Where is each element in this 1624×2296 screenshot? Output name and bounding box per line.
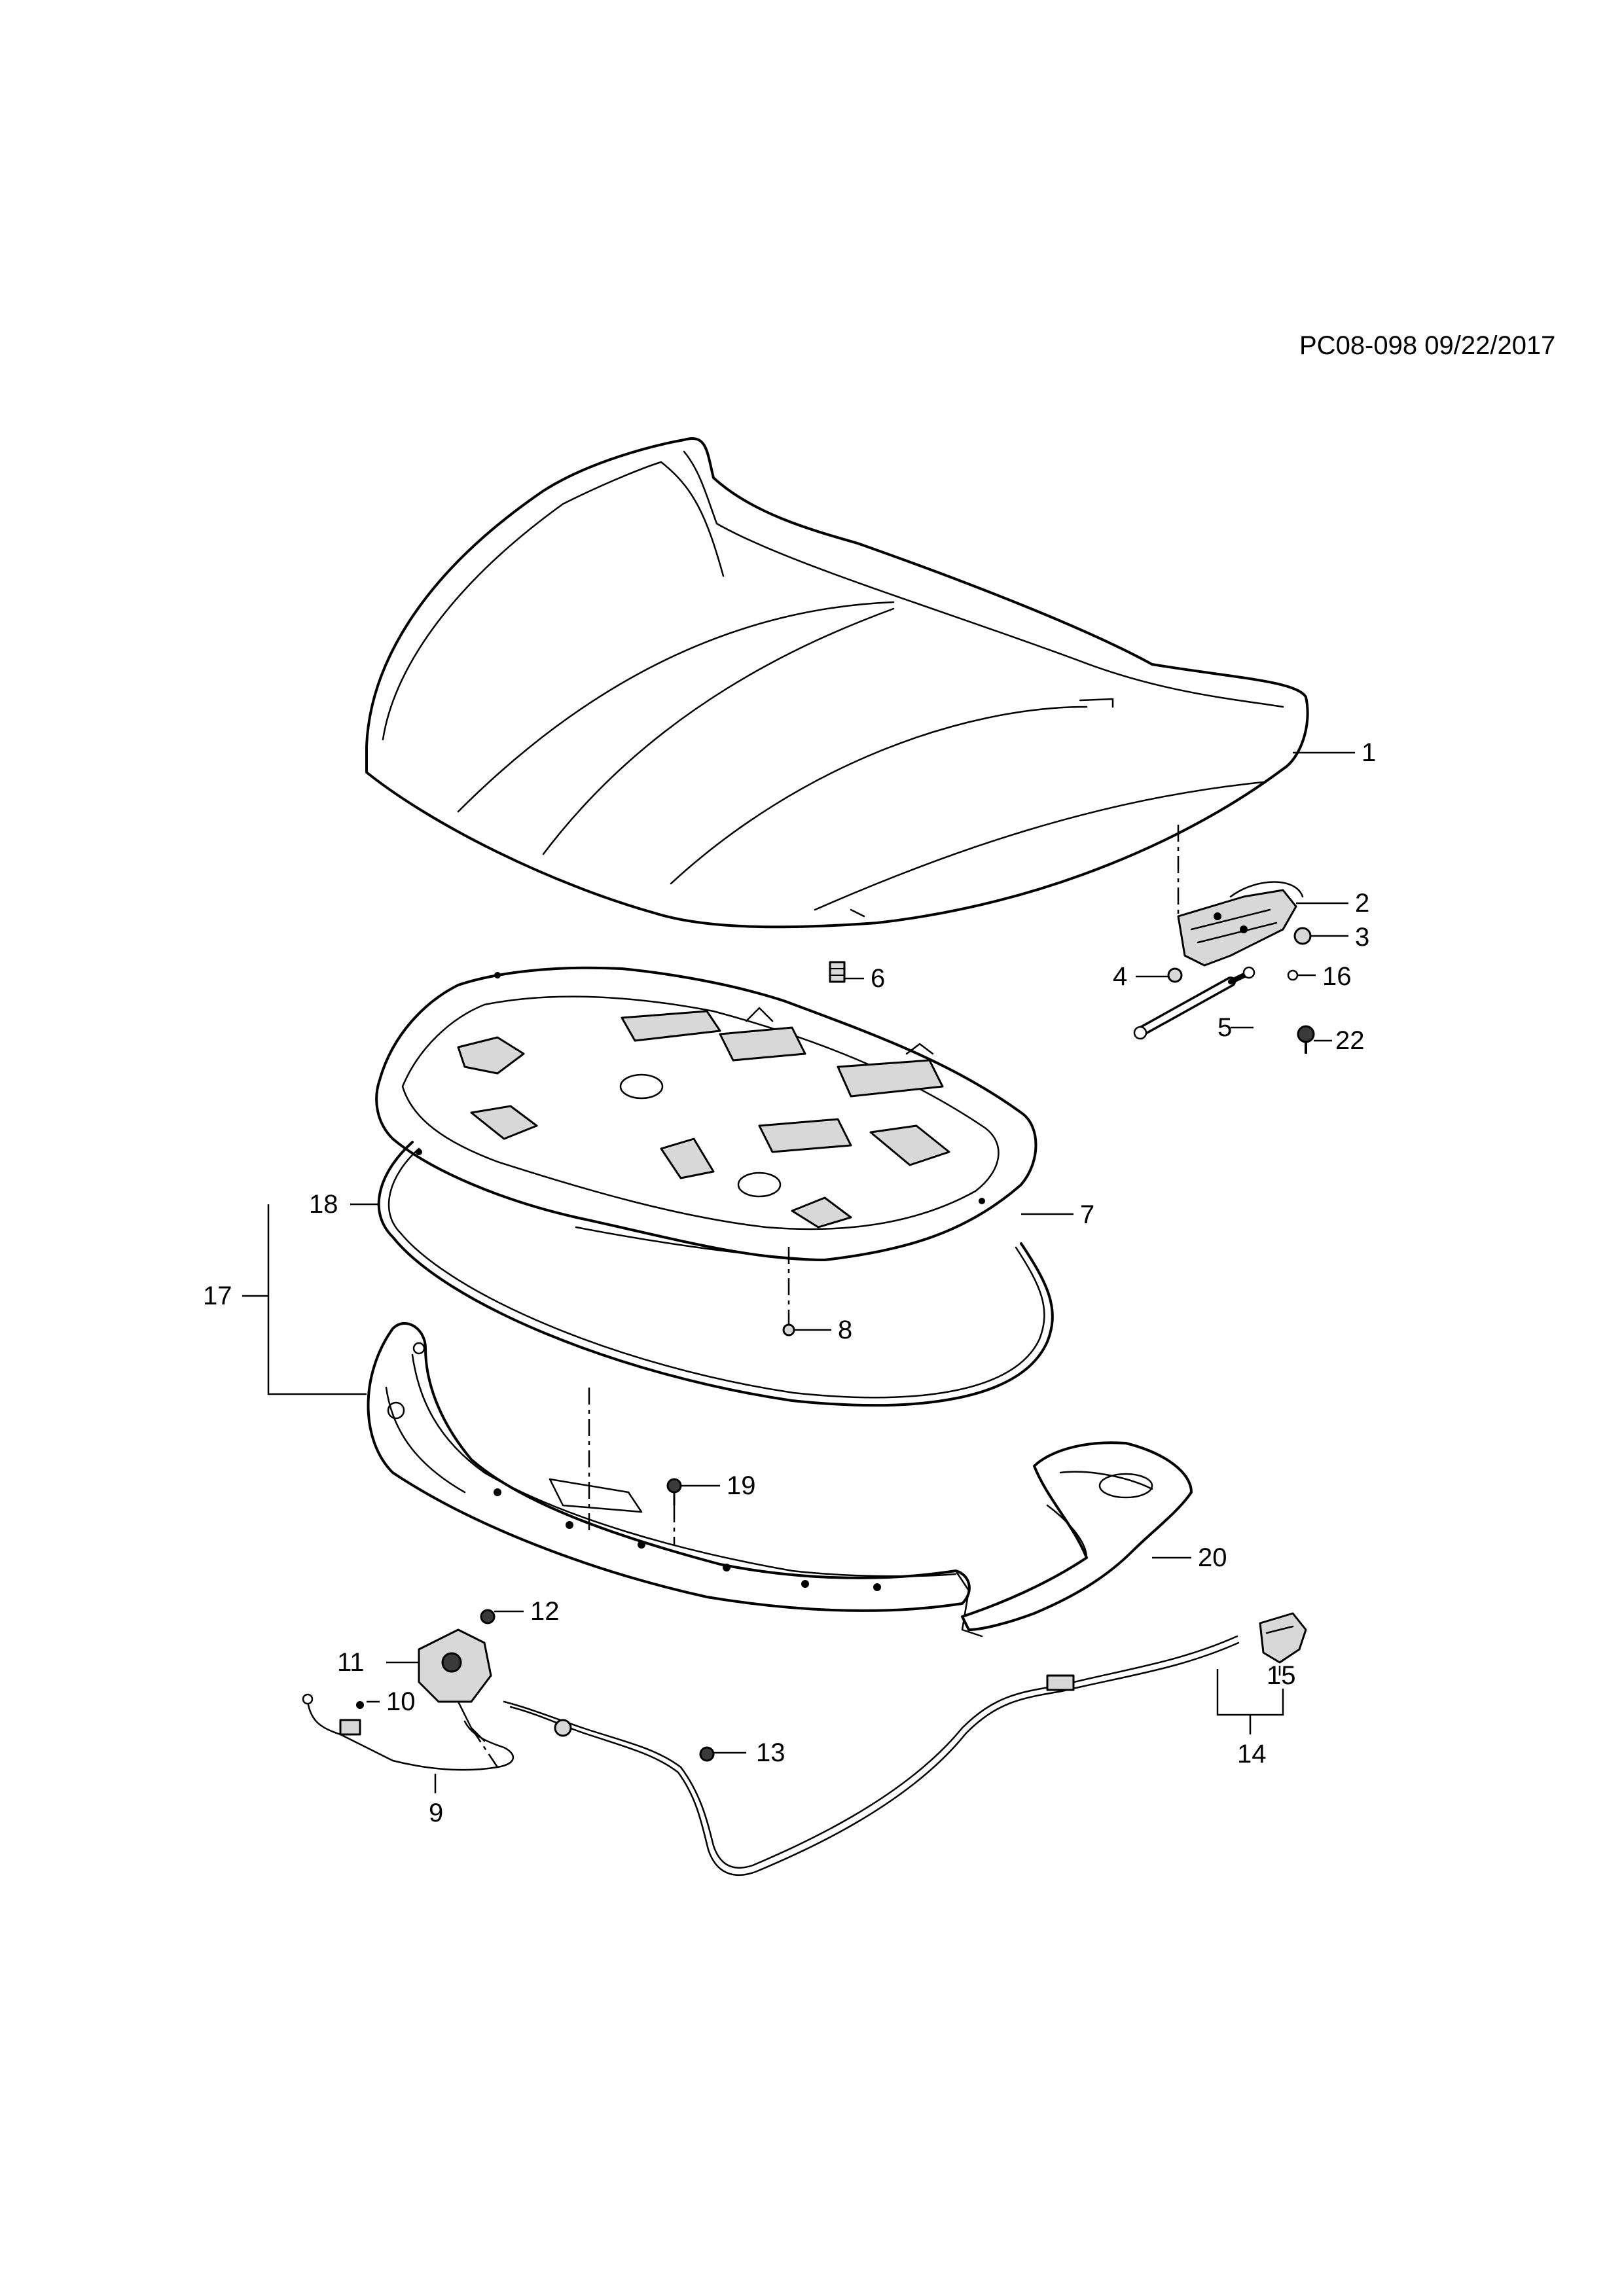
bolt-part-22 — [1297, 1025, 1315, 1054]
hood-front-reinforcement — [367, 1321, 983, 1638]
nut-part-3 — [1293, 927, 1312, 945]
hood-release-cable-primary — [503, 1635, 1240, 1876]
retainer-part-16 — [1287, 969, 1299, 981]
clip-part-8 — [782, 1323, 795, 1336]
callout-12: 12 — [530, 1597, 560, 1626]
hood-release-handle — [1259, 1612, 1307, 1664]
callout-3: 3 — [1355, 923, 1370, 952]
callout-17: 17 — [203, 1282, 232, 1310]
callout-5: 5 — [1218, 1013, 1233, 1042]
diagram-reference-code: PC08-098 09/22/2017 — [1299, 331, 1556, 360]
callout-18: 18 — [309, 1190, 338, 1219]
hood-latch — [418, 1609, 496, 1742]
callout-13: 13 — [756, 1738, 785, 1767]
callout-15: 15 — [1267, 1661, 1296, 1690]
callout-8: 8 — [838, 1316, 853, 1344]
callout-4: 4 — [1113, 962, 1128, 991]
callout-1: 1 — [1362, 738, 1377, 767]
hood-release-cable-secondary — [302, 1693, 514, 1771]
callout-19: 19 — [727, 1471, 756, 1500]
callout-7: 7 — [1080, 1200, 1095, 1229]
hood-weatherstrip — [377, 1141, 1054, 1407]
hood-insulator — [375, 966, 1038, 1261]
assembly-centerlines — [470, 825, 1180, 1768]
clip-part-19 — [666, 1478, 682, 1505]
callout-10: 10 — [386, 1687, 416, 1716]
callout-2: 2 — [1355, 889, 1370, 918]
hood-bumper-part-6 — [829, 961, 846, 983]
callout-20: 20 — [1198, 1543, 1227, 1572]
callout-11: 11 — [337, 1648, 365, 1677]
hood-lift-strut — [1133, 966, 1255, 1040]
callout-9: 9 — [429, 1799, 444, 1827]
callout-6: 6 — [871, 964, 886, 993]
callout-14: 14 — [1237, 1740, 1267, 1768]
callout-leaders — [242, 751, 1355, 1793]
hood-panel — [365, 437, 1309, 929]
hood-bracket-right — [961, 1441, 1193, 1631]
hood-hinge — [1177, 881, 1304, 967]
callout-22: 22 — [1335, 1026, 1365, 1055]
callout-16: 16 — [1322, 962, 1352, 991]
nut-part-4 — [1167, 967, 1183, 983]
